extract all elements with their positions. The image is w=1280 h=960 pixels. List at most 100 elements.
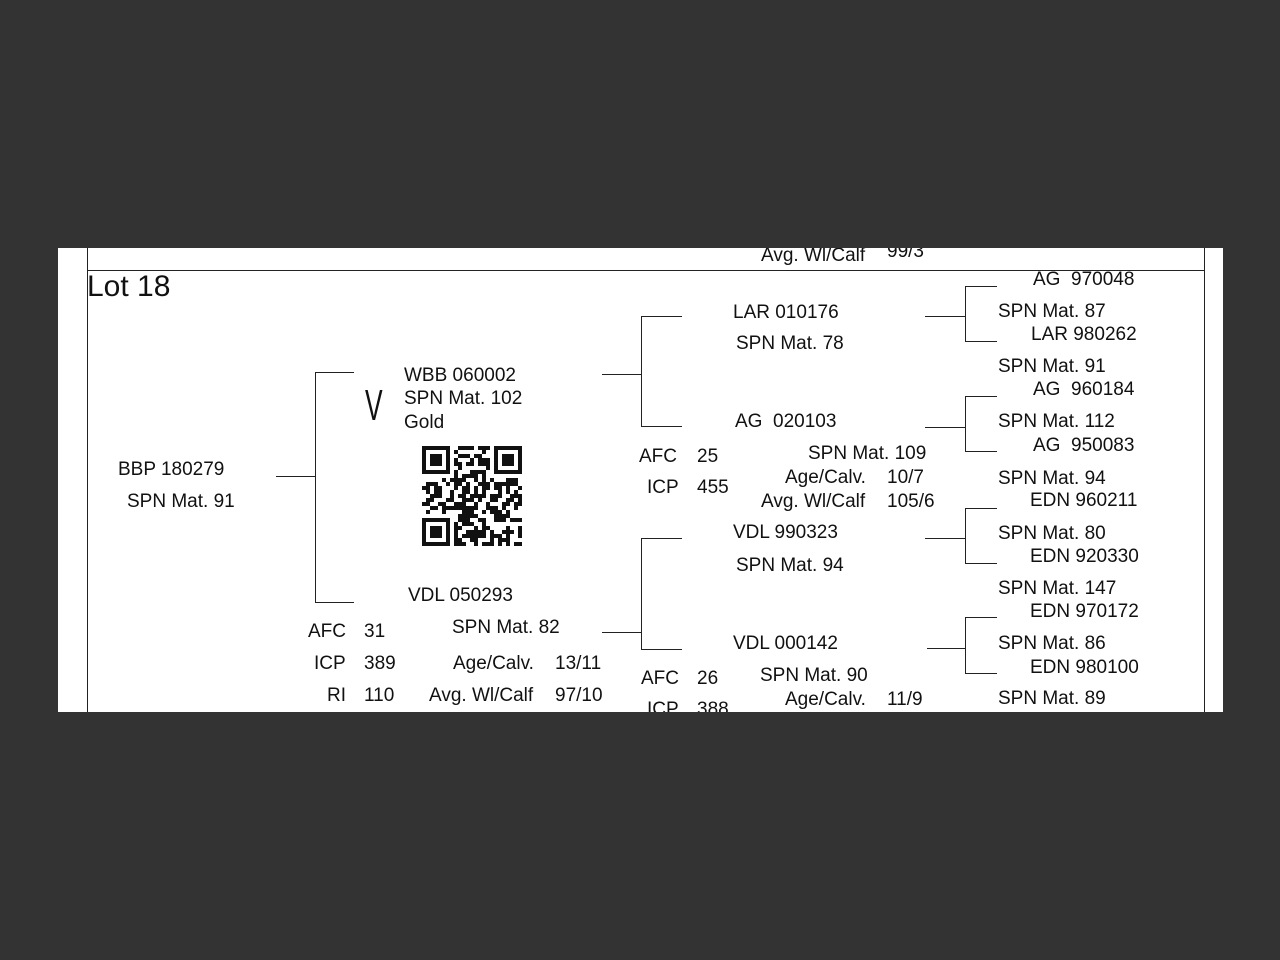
qr-module <box>458 482 462 486</box>
qr-module <box>518 486 522 490</box>
qr-module <box>458 478 462 482</box>
sire-spn: SPN Mat. 102 <box>404 388 523 409</box>
qr-module <box>446 482 450 486</box>
connector <box>965 617 997 618</box>
qr-module <box>510 478 514 482</box>
qr-module <box>502 530 506 534</box>
qr-module <box>458 538 462 542</box>
connector <box>965 396 997 397</box>
qr-module <box>466 514 470 518</box>
qr-module <box>506 490 510 494</box>
qr-module <box>498 486 502 490</box>
sire-sire-spn: SPN Mat. 78 <box>736 333 844 354</box>
connector <box>965 673 997 674</box>
qr-module <box>454 474 458 478</box>
qr-module <box>434 482 438 486</box>
dam-id: VDL 050293 <box>408 585 513 606</box>
qr-module <box>486 502 490 506</box>
connector <box>965 563 997 564</box>
qr-module <box>486 458 490 462</box>
qr-module <box>502 506 506 510</box>
qr-module <box>482 458 486 462</box>
qr-module <box>518 498 522 502</box>
qr-module <box>434 454 438 458</box>
qr-module <box>462 522 466 526</box>
connector <box>641 538 682 539</box>
qr-module <box>474 534 478 538</box>
qr-module <box>478 534 482 538</box>
qr-module <box>514 518 518 522</box>
qr-module <box>474 530 478 534</box>
gen3-dam-id: LAR 980262 <box>1031 324 1137 345</box>
qr-module <box>458 502 462 506</box>
dam-sire-id: VDL 990323 <box>733 522 838 543</box>
qr-module <box>438 454 442 458</box>
qr-module <box>426 490 430 494</box>
qr-module <box>474 502 478 506</box>
qr-module <box>462 494 466 498</box>
qr-module <box>430 454 434 458</box>
qr-module <box>498 446 502 450</box>
qr-module <box>430 498 434 502</box>
qr-module <box>494 462 498 466</box>
gen3-spn: SPN Mat. 87 <box>998 301 1106 322</box>
qr-module <box>458 466 462 470</box>
qr-module <box>462 446 466 450</box>
qr-module <box>434 446 438 450</box>
qr-module <box>482 474 486 478</box>
sire-dam-id: AG 020103 <box>735 411 837 432</box>
qr-module <box>478 454 482 458</box>
qr-module <box>482 450 486 454</box>
qr-module <box>446 530 450 534</box>
qr-module <box>506 514 510 518</box>
qr-module <box>514 494 518 498</box>
qr-module <box>426 486 430 490</box>
qr-module <box>426 502 430 506</box>
dam-age-label: Age/Calv. <box>453 653 534 674</box>
qr-module <box>506 446 510 450</box>
gen3-sire-id: AG 970048 <box>1033 269 1135 290</box>
qr-module <box>458 462 462 466</box>
qr-module <box>482 462 486 466</box>
gen3-spn: SPN Mat. 94 <box>998 468 1106 489</box>
lot-title: Lot 18 <box>87 270 171 303</box>
gen3-dam-id: EDN 920330 <box>1030 546 1139 567</box>
qr-module <box>502 518 506 522</box>
qr-module <box>502 462 506 466</box>
connector <box>641 538 642 650</box>
qr-module <box>430 530 434 534</box>
qr-module <box>470 462 474 466</box>
pedigree-page: Avg. Wl/Calf 99/3 Lot 18 BBP 180279 SPN … <box>58 248 1223 712</box>
qr-module <box>442 478 446 482</box>
qr-module <box>510 518 514 522</box>
qr-module <box>454 478 458 482</box>
qr-module <box>518 450 522 454</box>
qr-module <box>454 462 458 466</box>
qr-module <box>458 446 462 450</box>
qr-module <box>486 542 490 546</box>
connector <box>276 476 316 477</box>
connector <box>965 396 966 452</box>
qr-module <box>430 518 434 522</box>
qr-module <box>494 446 498 450</box>
qr-module <box>462 474 466 478</box>
qr-module <box>438 526 442 530</box>
connector <box>315 372 316 602</box>
qr-module <box>438 534 442 538</box>
qr-module <box>430 482 434 486</box>
connector <box>965 451 997 452</box>
qr-module <box>430 458 434 462</box>
connector <box>641 316 682 317</box>
qr-module <box>486 486 490 490</box>
gen3-sire-id: EDN 970172 <box>1030 601 1139 622</box>
qr-module <box>466 462 470 466</box>
qr-module <box>466 482 470 486</box>
connector <box>925 316 966 317</box>
qr-module <box>486 506 490 510</box>
qr-module <box>498 538 502 542</box>
animal-id: BBP 180279 <box>118 459 225 480</box>
qr-module <box>518 458 522 462</box>
qr-module <box>446 446 450 450</box>
qr-module <box>490 506 494 510</box>
qr-module <box>458 542 462 546</box>
